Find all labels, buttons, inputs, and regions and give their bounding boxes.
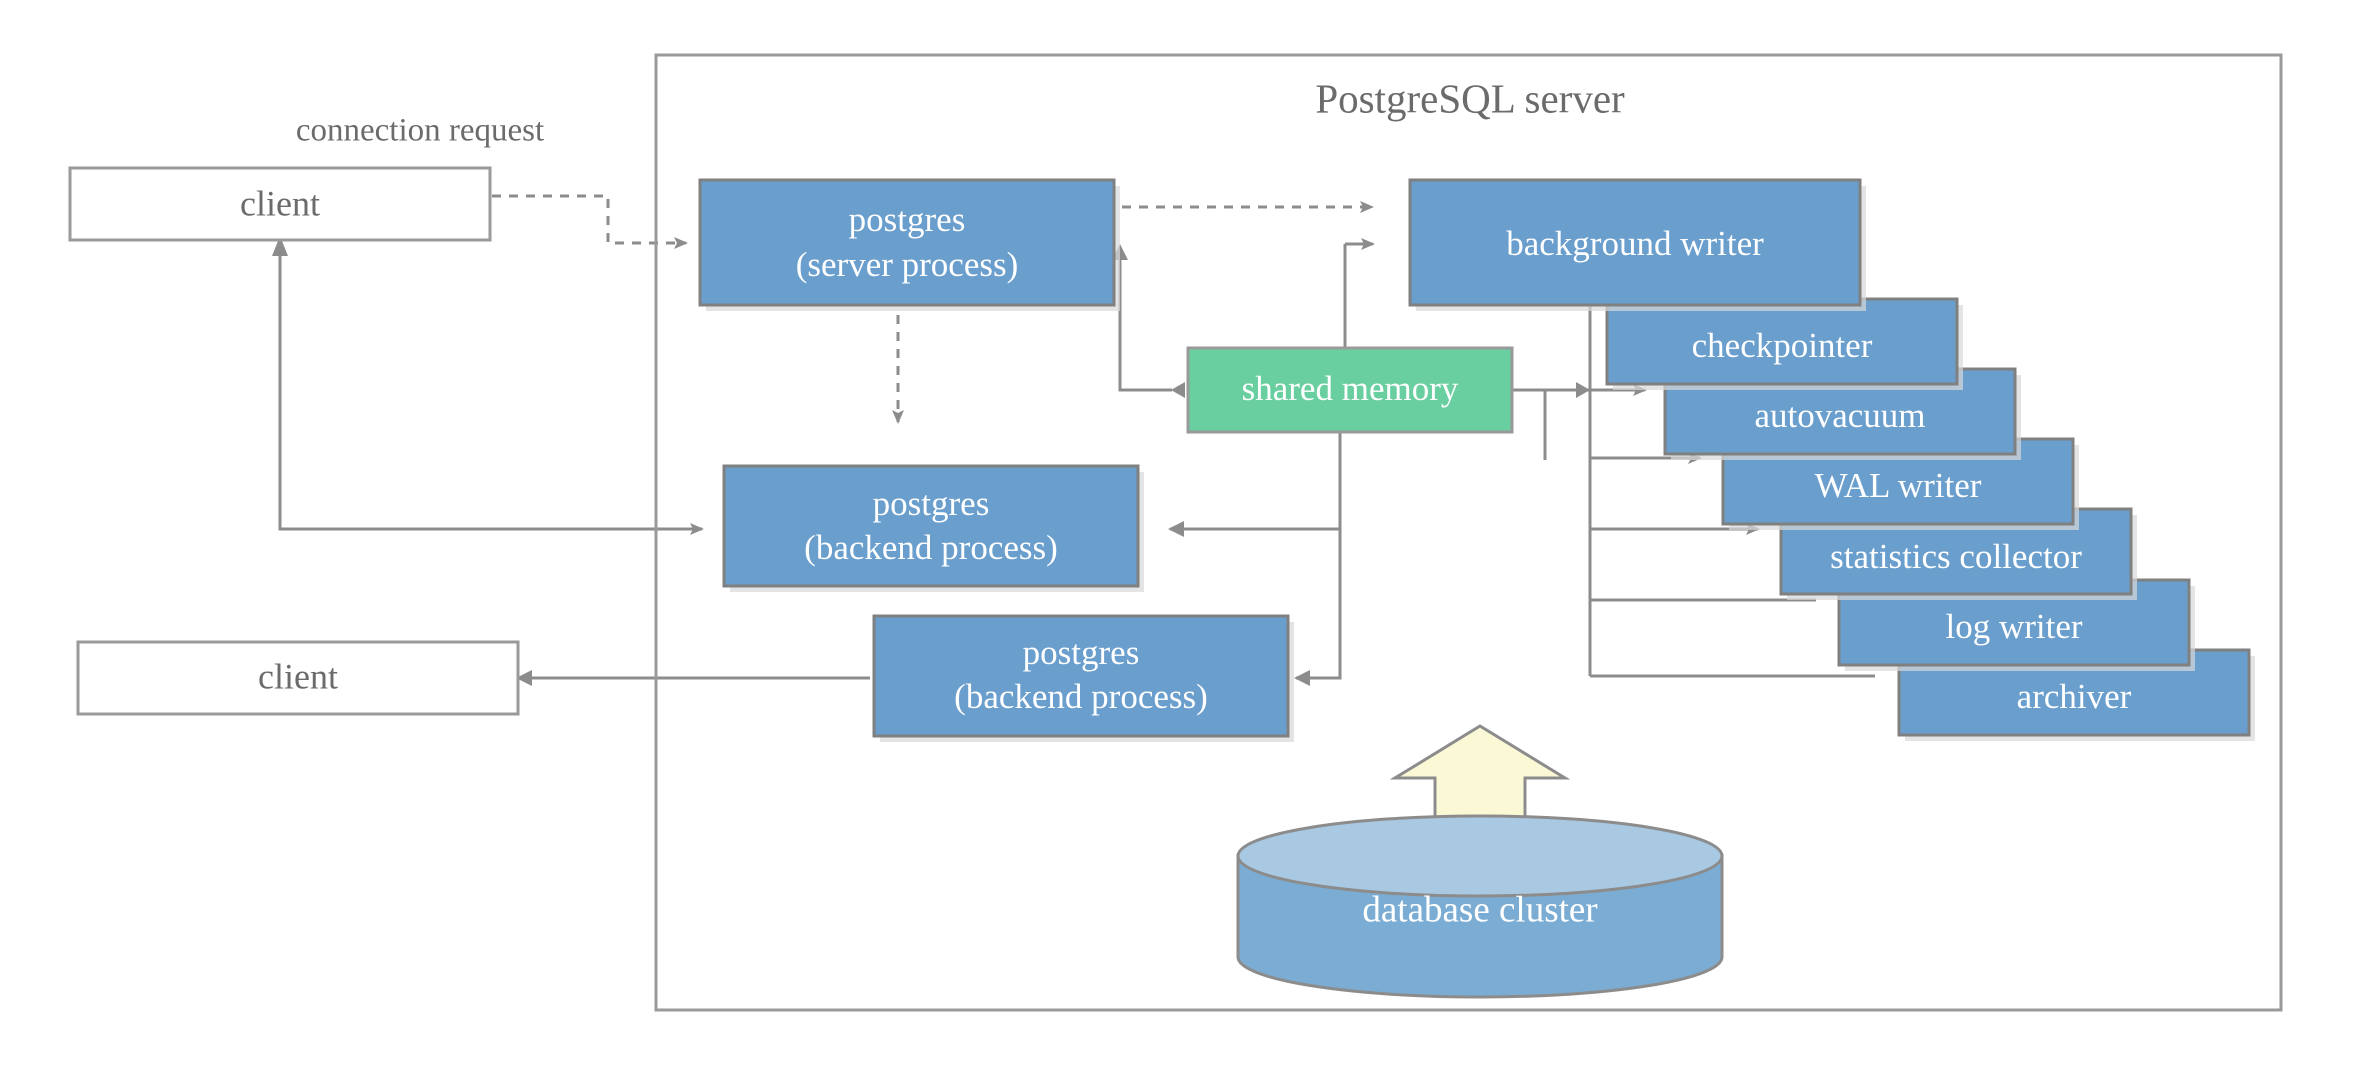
background-process-label-background-writer: background writer: [1506, 224, 1764, 263]
server-process-label-line2: (server process): [796, 245, 1019, 284]
shared-memory-box[interactable]: shared memory: [1186, 346, 1514, 434]
client-box-2[interactable]: client: [76, 640, 520, 716]
background-process-label-autovacuum: autovacuum: [1754, 396, 1925, 435]
client-label-2: client: [258, 656, 338, 696]
edge-backend-1-to-client-1: [272, 236, 704, 535]
edge-shared-memory-to-backend-2: [1294, 420, 1342, 686]
server-process-label-line1: postgres: [849, 200, 966, 239]
backend-process-label-1-line2: (backend process): [804, 528, 1058, 567]
background-process-label-checkpointer: checkpointer: [1692, 326, 1873, 365]
server-process-box[interactable]: postgres (server process): [698, 178, 1120, 311]
background-process-label-archiver: archiver: [2017, 677, 2132, 716]
backend-process-label-1-line1: postgres: [873, 484, 990, 523]
background-process-label-wal-writer: WAL writer: [1815, 466, 1982, 505]
database-cluster-label: database cluster: [1362, 889, 1597, 930]
background-process-box-checkpointer[interactable]: checkpointer: [1605, 297, 1963, 390]
background-process-box-log-writer[interactable]: log writer: [1837, 578, 2195, 671]
background-process-label-statistics-collector: statistics collector: [1830, 537, 2082, 576]
postgresql-server-frame: [654, 53, 2283, 1012]
client-label-1: client: [240, 183, 320, 223]
page-title: PostgreSQL server: [1315, 75, 1625, 121]
client-box-1[interactable]: client: [68, 166, 492, 242]
background-process-label-log-writer: log writer: [1945, 607, 2082, 646]
background-process-box-background-writer[interactable]: background writer: [1408, 178, 1866, 311]
database-cluster-cylinder[interactable]: database cluster: [1236, 814, 1724, 999]
backend-process-box-2[interactable]: postgres (backend process): [872, 614, 1294, 742]
edge-client-to-server-process: [492, 194, 688, 249]
backend-process-label-2-line1: postgres: [1023, 633, 1140, 672]
connection-request-label: connection request: [296, 113, 544, 149]
backend-process-label-2-line2: (backend process): [954, 677, 1208, 716]
edge-backend-2-to-client-2: [516, 670, 870, 686]
backend-process-box-1[interactable]: postgres (backend process): [722, 464, 1144, 592]
shared-memory-label: shared memory: [1242, 369, 1459, 408]
